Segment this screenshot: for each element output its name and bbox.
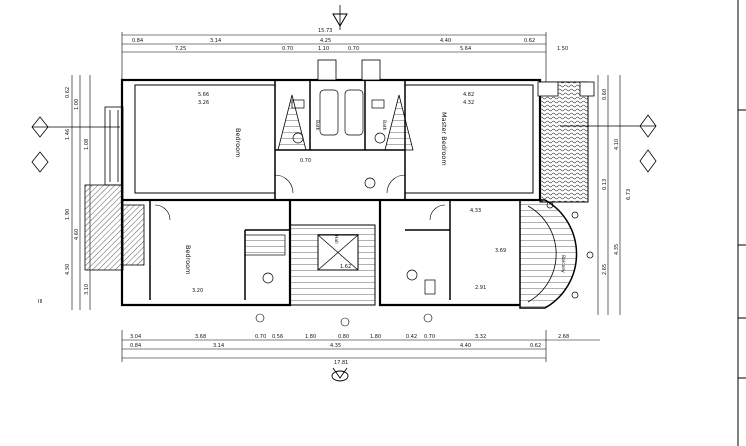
left-dim-7: 1.08	[84, 139, 90, 150]
sheet-mark: III	[38, 299, 42, 305]
bottom-dim-r2-2: 3.14	[213, 343, 224, 349]
top-dim-3: 4.25	[320, 38, 331, 44]
interior-walls	[149, 80, 520, 300]
bottom-dim-r1-6: 0.80	[338, 334, 349, 340]
door-swings	[154, 174, 446, 221]
left-dim-4: 4.30	[65, 264, 71, 275]
overall-dimension-bottom: 17.81	[334, 360, 348, 366]
top-dim-1: 0.84	[132, 38, 143, 44]
right-dim-2: 4.10	[614, 139, 620, 150]
room-label-hall: Hall	[333, 235, 339, 244]
bottom-dim-r1-10: 3.32	[475, 334, 486, 340]
section-arrow-bottom-icon	[331, 367, 349, 382]
bottom-dim-r2-3: 4.35	[330, 343, 341, 349]
top-dim-r2-4: 7.25	[175, 46, 186, 52]
right-dim-1: 0.60	[602, 89, 608, 100]
right-dim-3: 0.13	[602, 179, 608, 190]
bottom-dim-r1-3: 0.70	[255, 334, 266, 340]
bottom-dim-r1-4: 0.56	[272, 334, 283, 340]
north-arrow-icon	[332, 5, 348, 30]
room-dim-4: 4.32	[463, 100, 474, 106]
wall-hatch-left	[84, 184, 124, 271]
room-dim-7: 3.20	[192, 288, 203, 294]
room-label-master-bedroom: Master Bedroom	[440, 112, 448, 166]
room-dim-9: 1.62	[340, 264, 351, 270]
windows-top	[317, 59, 595, 97]
closet-triangles	[277, 94, 414, 151]
bottom-dim-r1-2: 3.68	[195, 334, 206, 340]
top-dim-r2-5: 5.64	[460, 46, 471, 52]
bottom-dim-r1-9: 0.70	[424, 334, 435, 340]
title-block-border	[737, 0, 746, 446]
room-dim-2: 3.26	[198, 100, 209, 106]
room-dim-1: 5.66	[198, 92, 209, 98]
left-dim-5: 1.00	[74, 99, 80, 110]
top-dim-r2-2: 1.10	[318, 46, 329, 52]
wall-hatch-left-2	[121, 204, 145, 266]
right-dim-4: 6.73	[626, 189, 632, 200]
room-dim-3: 4.82	[463, 92, 474, 98]
left-dim-2: 1.46	[65, 129, 71, 140]
room-label-bath-1: Bath	[314, 120, 320, 131]
room-dim-5: 4.33	[470, 208, 481, 214]
room-label-bedroom-top: Bedroom	[234, 128, 242, 157]
top-dim-6: 1.50	[557, 46, 568, 52]
top-dim-r2-1: 0.70	[282, 46, 293, 52]
room-dim-6: 3.69	[495, 248, 506, 254]
left-dim-1: 0.62	[65, 87, 71, 98]
section-circles	[255, 313, 433, 327]
room-dim-10: 0.70	[300, 158, 311, 164]
bottom-dim-r1-11: 2.68	[558, 334, 569, 340]
bottom-dim-r2-1: 0.84	[130, 343, 141, 349]
right-dim-6: 2.65	[602, 264, 608, 275]
bottom-dim-r1-5: 1.80	[305, 334, 316, 340]
top-dimension-lines	[121, 32, 547, 90]
staircase	[244, 224, 376, 306]
top-dim-4: 4.40	[440, 38, 451, 44]
left-dim-8: 3.10	[84, 284, 90, 295]
curved-balcony	[519, 199, 594, 309]
bottom-dim-r2-4: 4.40	[460, 343, 471, 349]
right-dim-5: 4.35	[614, 244, 620, 255]
bottom-dim-r1-7: 1.80	[370, 334, 381, 340]
bottom-dim-r2-5: 0.62	[530, 343, 541, 349]
bottom-dimension-lines	[121, 330, 600, 362]
top-dim-r2-3: 0.70	[348, 46, 359, 52]
room-dim-8: 2.91	[475, 285, 486, 291]
room-label-bedroom-left: Bedroom	[184, 245, 192, 274]
bottom-dim-r1-1: 3.04	[130, 334, 141, 340]
balcony-deck-right	[539, 81, 589, 203]
left-dim-3: 1.90	[65, 209, 71, 220]
bottom-dim-r1-8: 0.42	[406, 334, 417, 340]
top-dim-5: 0.62	[524, 38, 535, 44]
top-dim-2: 3.14	[210, 38, 221, 44]
room-label-bath-2: Bath	[381, 120, 387, 131]
overall-dimension-top: 15.73	[318, 28, 332, 34]
left-dim-6: 4.60	[74, 229, 80, 240]
section-marker-left-icon	[31, 116, 120, 173]
room-label-balcony: Balcony	[560, 255, 566, 273]
closet-left	[104, 106, 124, 186]
right-dimension-lines	[597, 75, 621, 315]
